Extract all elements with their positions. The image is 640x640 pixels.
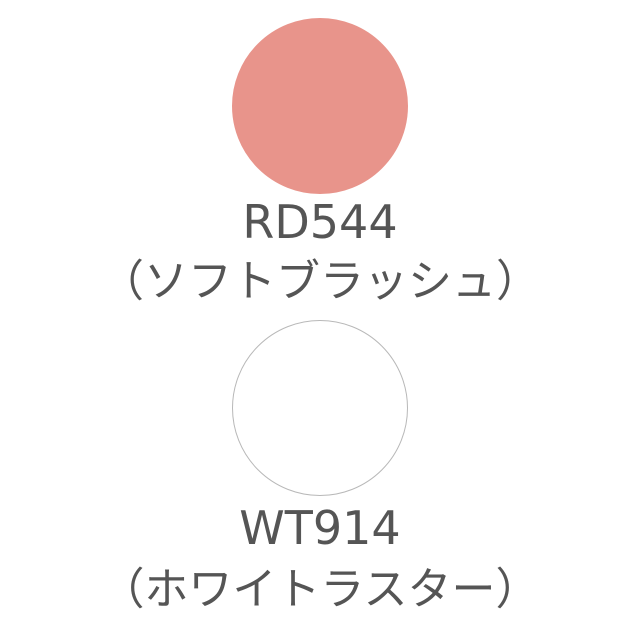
color-swatch-wt914 [232, 320, 408, 496]
color-code-label: WT914 [239, 501, 401, 555]
color-name-label: （ホワイトラスター） [100, 564, 540, 615]
color-swatch-rd544 [232, 18, 408, 194]
color-code-label: RD544 [242, 195, 398, 249]
color-name-label: （ソフトブラッシュ） [100, 256, 540, 307]
